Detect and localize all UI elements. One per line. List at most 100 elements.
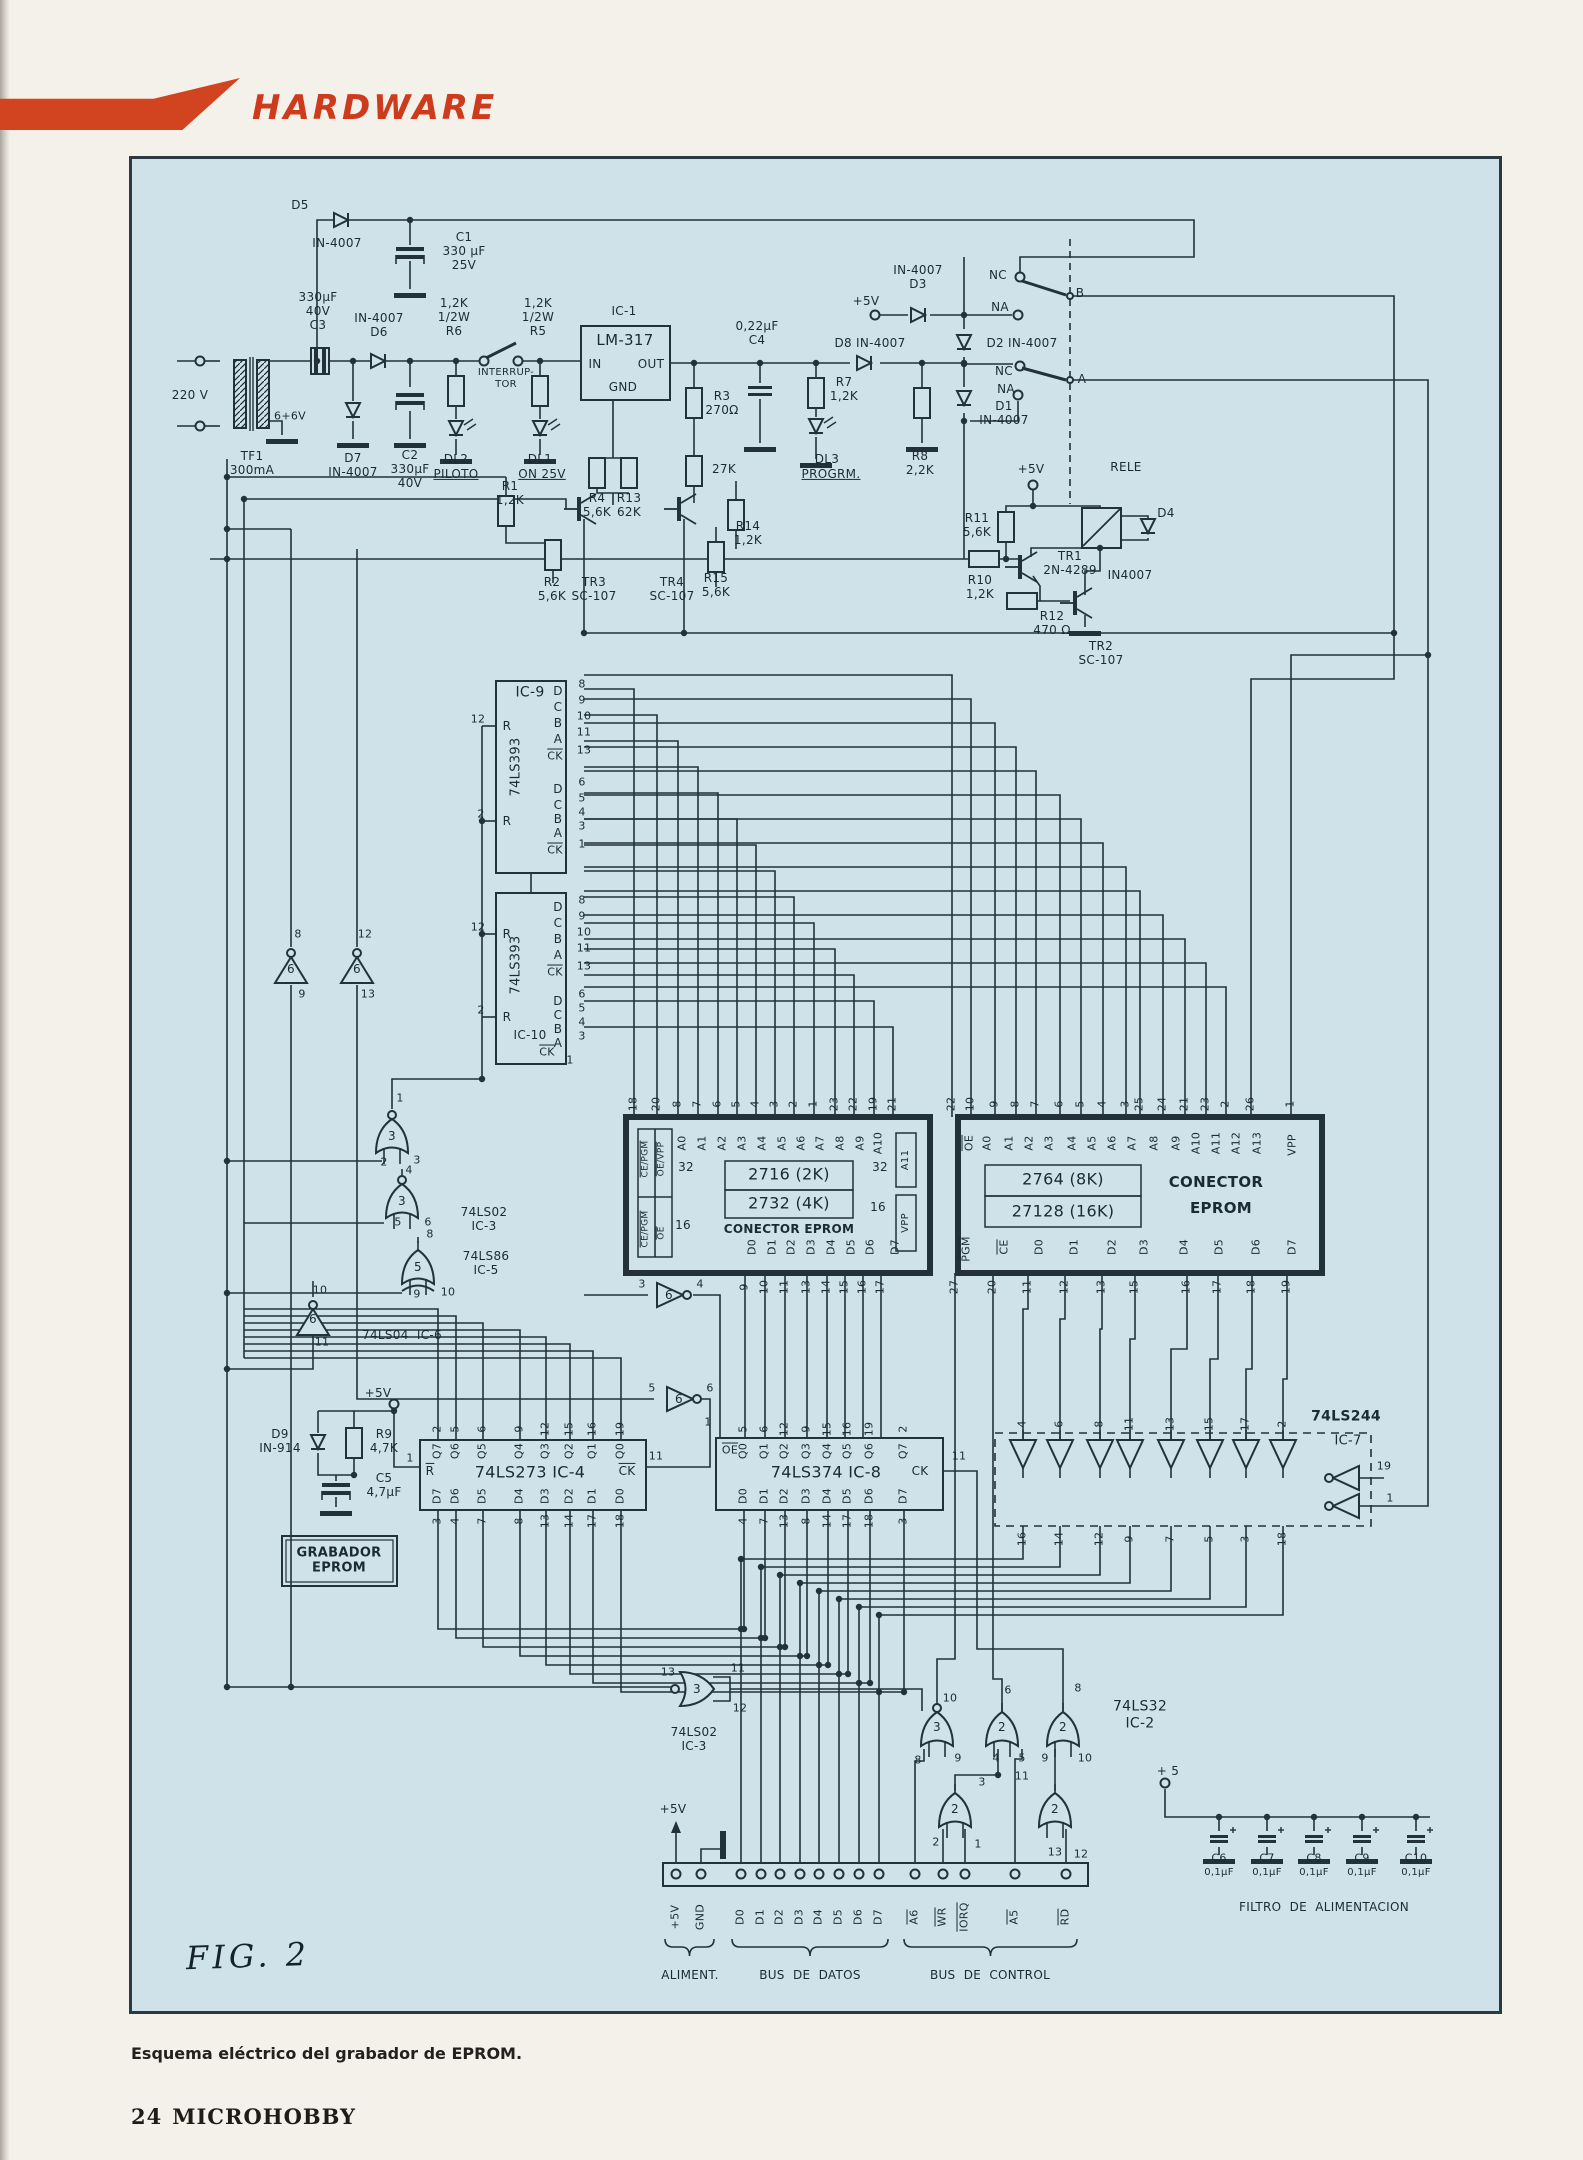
schematic-label: 2 — [477, 1003, 485, 1017]
schematic-label: R1 1,2K — [495, 478, 525, 507]
schematic-label: 8 — [578, 893, 586, 907]
schematic-label: A9 — [853, 1135, 867, 1151]
schematic-label: 12 — [732, 1701, 748, 1715]
schematic-label: 16 — [870, 1199, 886, 1214]
schematic-label: 8 — [1008, 1100, 1022, 1108]
schematic-label: 17 — [1210, 1279, 1224, 1295]
schematic-label: D1 — [753, 1908, 767, 1926]
schematic-label: 74LS273 IC-4 — [474, 1462, 586, 1482]
schematic-label: A7 — [1125, 1135, 1139, 1151]
schematic-label: RELE — [1110, 459, 1142, 474]
schematic-label: CE/PGM — [640, 1140, 651, 1178]
schematic-label: 3 — [398, 1193, 406, 1208]
schematic-label: EPROM — [1190, 1199, 1252, 1218]
schematic-label: LM-317 — [596, 331, 654, 350]
schematic-label: D5 — [840, 1487, 854, 1505]
schematic-label: 11 — [576, 941, 592, 955]
schematic-label: 10 — [576, 709, 592, 723]
schematic-label: OUT — [637, 356, 665, 371]
schematic-label: 9 — [413, 1287, 421, 1301]
schematic-label: 18 — [613, 1513, 627, 1529]
schematic-label: RD — [1058, 1908, 1072, 1926]
schematic-label: 1,2K 1/2W R5 — [521, 295, 555, 339]
schematic-label: 2716 (2K) — [748, 1164, 830, 1184]
schematic-label: 20 — [985, 1279, 999, 1295]
section-title: HARDWARE — [252, 88, 498, 128]
schematic-label: 7 — [690, 1100, 704, 1108]
schematic-label: D6 — [1249, 1238, 1263, 1256]
schematic-label: 4 — [992, 1751, 1000, 1765]
schematic-label: 5 — [1202, 1535, 1216, 1543]
schematic-label: CK — [547, 749, 563, 763]
scan-gutter — [0, 0, 10, 2160]
schematic-label: 1 — [1386, 1491, 1394, 1505]
schematic-label: 11 — [951, 1449, 967, 1463]
schematic-label: R12 470 Ω — [1033, 608, 1071, 637]
schematic-label: R9 4,7K — [369, 1426, 399, 1455]
schematic-label: VPP — [900, 1213, 912, 1233]
schematic-label: A0 — [675, 1135, 689, 1151]
schematic-label: TR1 2N-4289 — [1043, 548, 1097, 577]
schematic-label: 13 — [538, 1513, 552, 1529]
schematic-label: 10 — [312, 1283, 328, 1297]
schematic-label: D4 — [824, 1238, 838, 1256]
schematic-label: D2 IN-4007 — [986, 335, 1058, 350]
schematic-label: Q1 — [757, 1442, 771, 1460]
schematic-label: D4 — [1157, 505, 1175, 520]
schematic-label: 6 — [353, 961, 361, 976]
schematic-label: 18 — [1244, 1279, 1258, 1295]
schematic-label: 3 — [933, 1719, 941, 1734]
schematic-label: 3 — [413, 1153, 421, 1167]
schematic-label: 17 — [840, 1513, 854, 1529]
schematic-label: Q2 — [562, 1442, 576, 1460]
schematic-label: 6 — [309, 1311, 317, 1326]
schematic-label: IC-9 — [515, 684, 545, 701]
schematic-label: 13 — [777, 1513, 791, 1529]
schematic-label: 1 — [578, 837, 586, 851]
schematic-label: 32 — [678, 1159, 694, 1174]
schematic-label: 12 — [538, 1421, 552, 1437]
schematic-label: CK — [911, 1463, 929, 1478]
schematic-label: D2 — [777, 1487, 791, 1505]
schematic-label: D6 — [851, 1908, 865, 1926]
schematic-label: 74LS04 IC-6 — [362, 1327, 442, 1342]
schematic-label: C7 — [1259, 1851, 1275, 1865]
schematic-label: IC-1 — [611, 303, 637, 318]
schematic-label: 74LS32 IC-2 — [1112, 1698, 1168, 1731]
schematic-label: Q0 — [736, 1442, 750, 1460]
schematic-label: 15 — [1127, 1279, 1141, 1295]
schematic-label: +5V — [1017, 461, 1045, 476]
schematic-label: D7 — [430, 1487, 444, 1505]
schematic-label: 32 — [872, 1159, 888, 1174]
schematic-label: 14 — [562, 1513, 576, 1529]
schematic-label: A8 — [833, 1135, 847, 1151]
schematic-label: B — [553, 715, 563, 730]
schematic-label: 6 — [475, 1425, 489, 1433]
schematic-label: D5 — [831, 1908, 845, 1926]
schematic-label: C5 4,7µF — [366, 1470, 402, 1499]
schematic-label: 5 — [648, 1381, 656, 1395]
schematic-label: 11 — [648, 1449, 664, 1463]
schematic-label: 6 — [1052, 1420, 1066, 1428]
schematic-label: TR3 SC-107 — [571, 574, 617, 603]
schematic-label: IN-4007 D3 — [893, 262, 943, 291]
schematic-label: D1 IN-4007 — [979, 398, 1029, 427]
schematic-label: R15 5,6K — [701, 570, 731, 599]
schematic-label: 24 — [1155, 1096, 1169, 1112]
schematic-label: D3 — [1137, 1238, 1151, 1256]
schematic-label: C — [553, 699, 563, 714]
schematic-label: D5 — [475, 1487, 489, 1505]
schematic-label: 6 — [424, 1215, 432, 1229]
schematic-label: PROGRM. — [801, 466, 861, 481]
schematic-label: 18 — [1275, 1531, 1289, 1547]
schematic-label: R2 5,6K — [537, 574, 567, 603]
schematic-label: A — [553, 947, 563, 962]
schematic-label: 1 — [566, 1053, 574, 1067]
schematic-label: Q0 — [613, 1442, 627, 1460]
schematic-label: 16 — [675, 1217, 691, 1232]
schematic-label: A9 — [1169, 1135, 1183, 1151]
schematic-label: D5 — [291, 197, 309, 212]
schematic-label: 12 — [470, 920, 486, 934]
schematic-label: TF1 300mA — [229, 448, 275, 477]
